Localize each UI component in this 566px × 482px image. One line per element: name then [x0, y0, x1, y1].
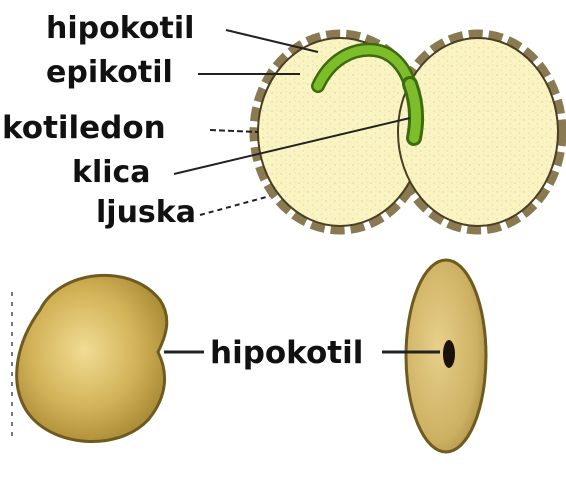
opened-seed: [254, 34, 562, 230]
label-embryo: klica: [72, 158, 151, 188]
label-hypocotyl-top: hipokotil: [46, 14, 194, 44]
label-hypocotyl-bottom: hipokotil: [210, 338, 363, 369]
leader-ljuska: [200, 196, 270, 215]
label-epicotyl: epikotil: [46, 58, 173, 88]
embryo-radicle-fill: [410, 84, 416, 138]
bean-side-view: [17, 275, 167, 441]
leader-hipokotil-top: [226, 30, 318, 52]
hilum-mark: [443, 340, 455, 368]
label-cotyledon: kotiledon: [2, 113, 166, 144]
label-seed-coat: ljuska: [96, 198, 196, 228]
